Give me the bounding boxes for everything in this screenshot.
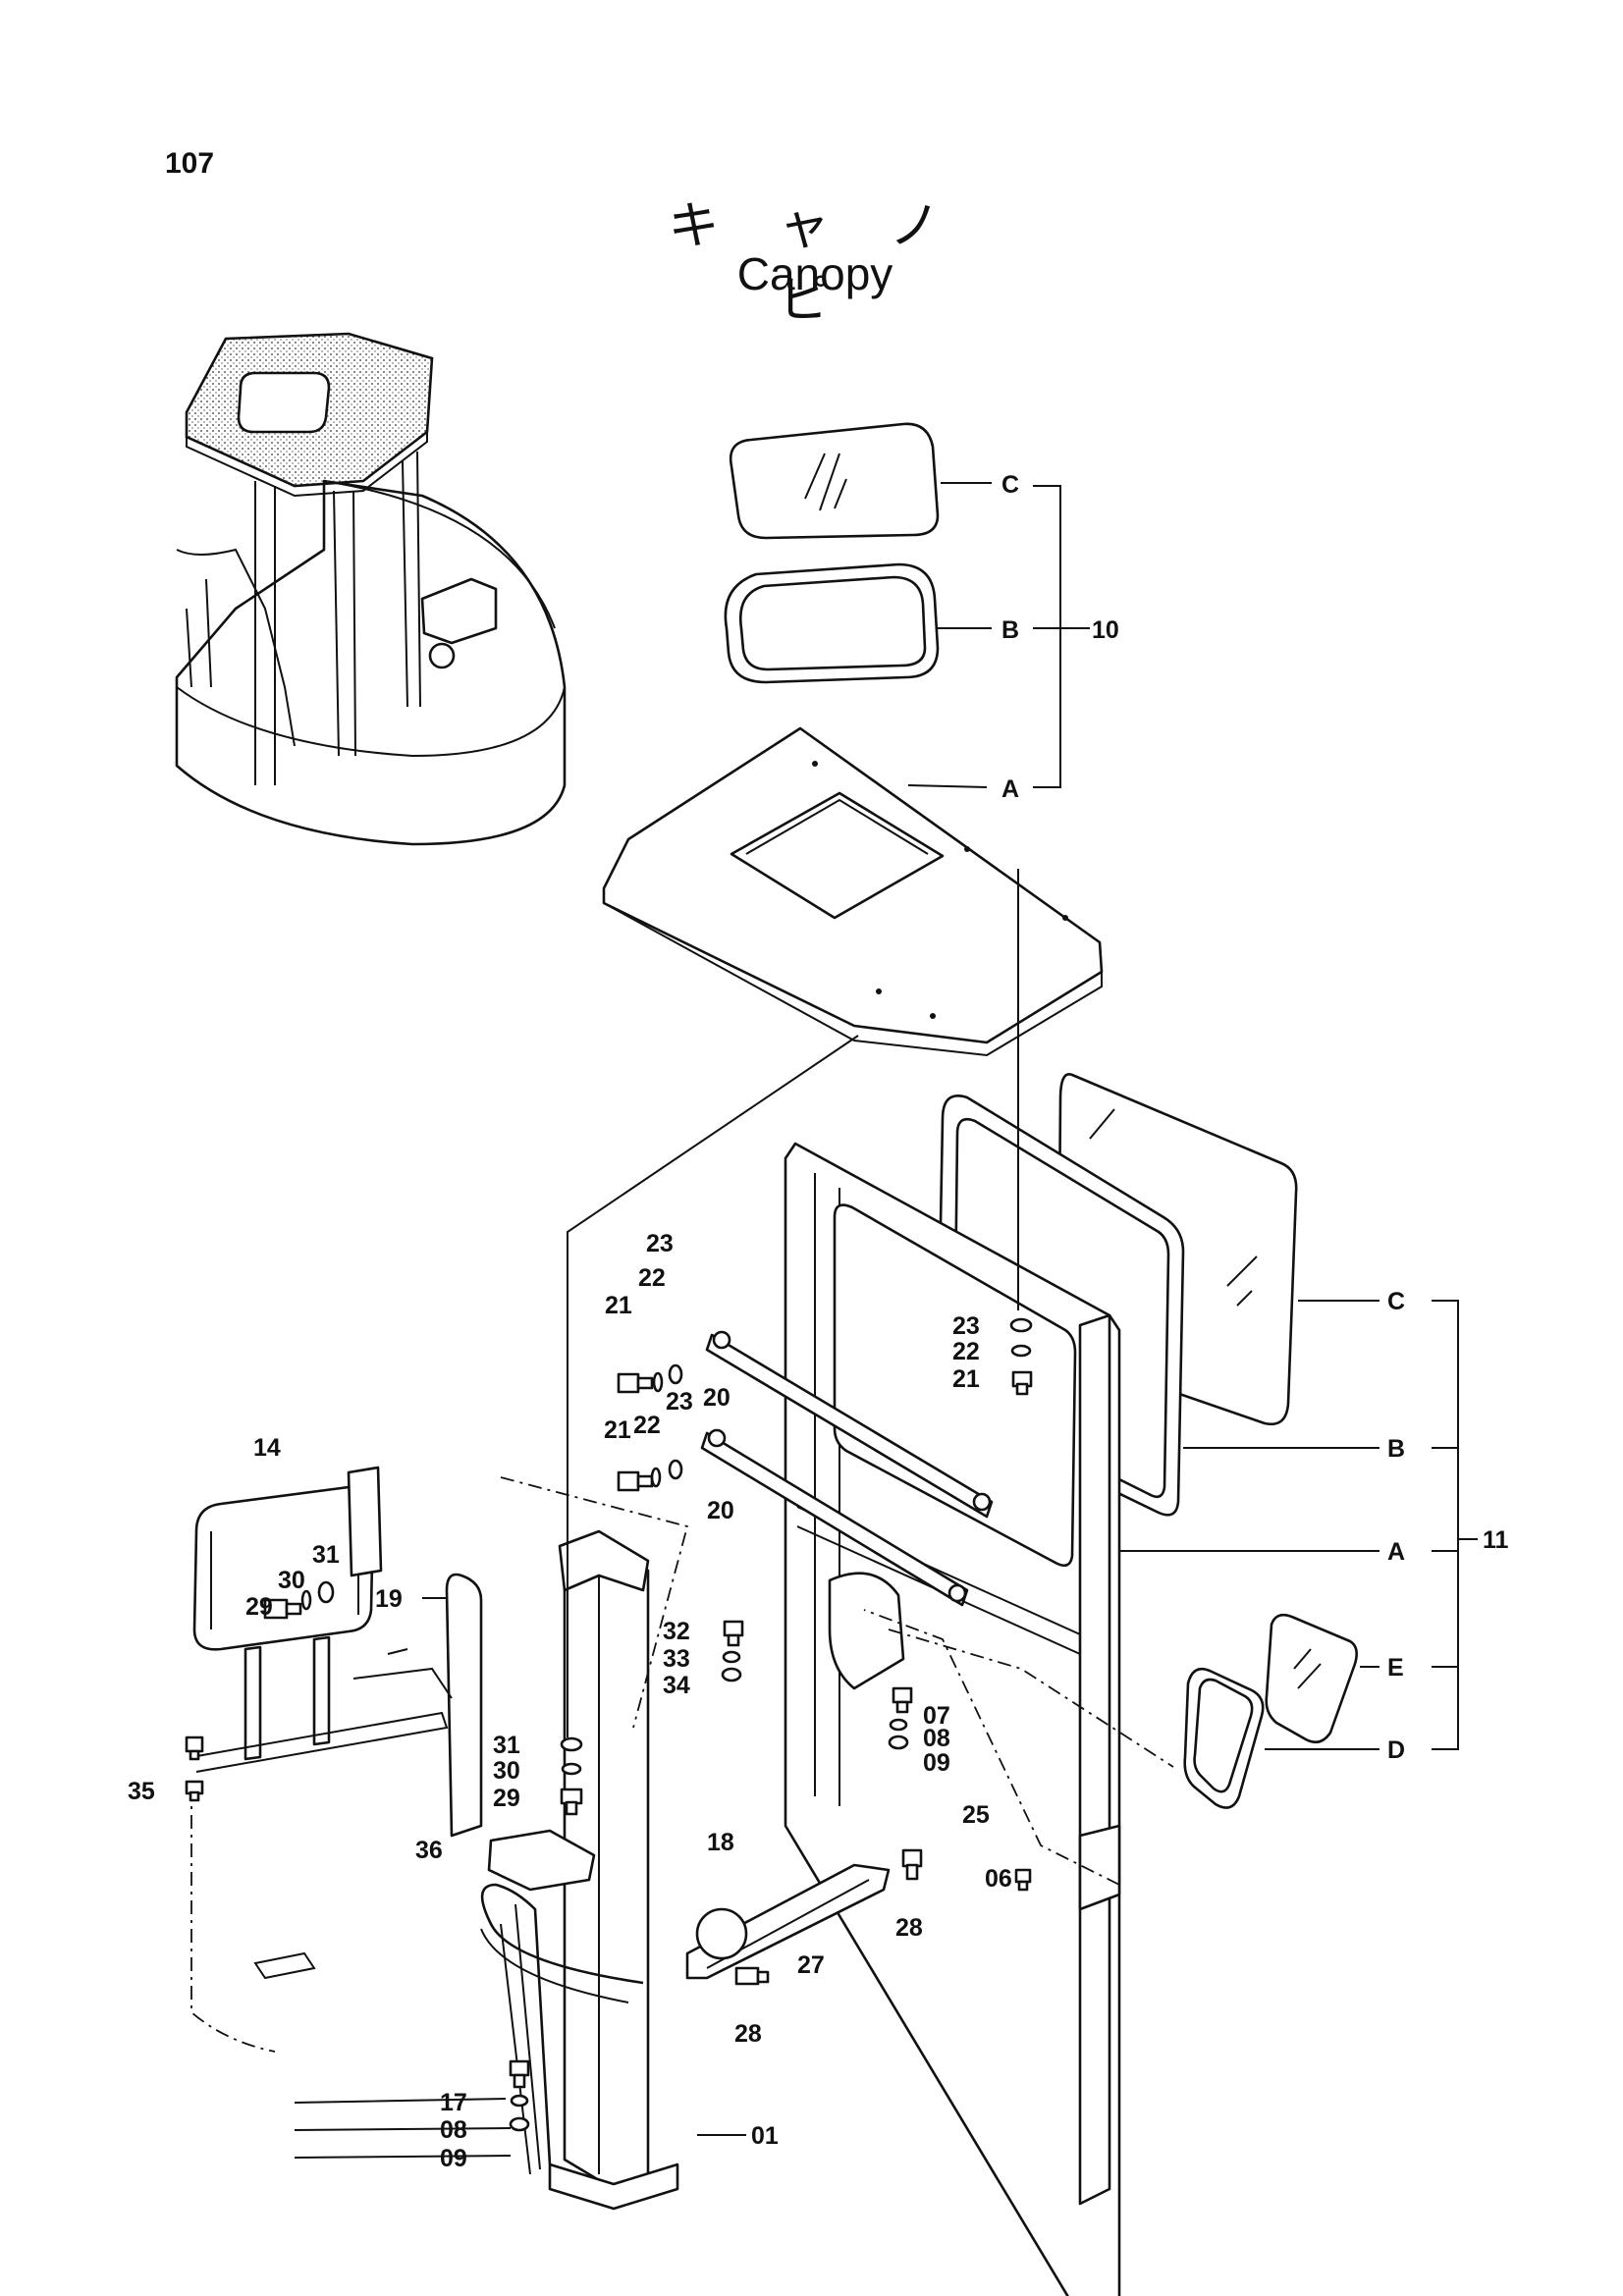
hardware <box>185 1317 1033 2132</box>
label-p14: 14 <box>253 1434 281 1462</box>
label-p21b: 21 <box>604 1416 631 1444</box>
label-p25: 25 <box>962 1801 990 1829</box>
label-p17: 17 <box>440 2089 467 2116</box>
label-side-frame: A <box>1387 1538 1405 1566</box>
post-and-handrail <box>445 1529 891 2211</box>
label-roof-seal: B <box>1001 616 1019 644</box>
trim-19 <box>445 1573 483 1838</box>
grab-rail-and-floor <box>190 1466 453 2053</box>
label-roof-glass: C <box>1001 471 1019 499</box>
label-p21a: 21 <box>605 1292 632 1319</box>
label-p23b: 23 <box>666 1388 693 1415</box>
side-frame-assembly <box>784 1073 1358 2296</box>
label-side-seal: B <box>1387 1435 1405 1463</box>
label-p28b: 28 <box>734 2020 762 2048</box>
small-glass <box>1265 1613 1358 1744</box>
title-english: Canopy <box>736 248 893 299</box>
label-p09b: 09 <box>440 2145 467 2172</box>
label-p22c: 22 <box>952 1338 980 1365</box>
label-p19: 19 <box>375 1585 403 1613</box>
label-p22a: 22 <box>638 1264 666 1292</box>
cap-18 <box>695 1907 748 1960</box>
label-small-glass: E <box>1387 1654 1404 1682</box>
label-p20b: 20 <box>707 1497 734 1524</box>
label-p33: 33 <box>663 1645 690 1673</box>
label-p30a: 30 <box>278 1567 305 1594</box>
label-p28a: 28 <box>895 1914 923 1942</box>
leader-lines <box>294 482 1478 2159</box>
label-p08b: 08 <box>440 2116 467 2144</box>
label-p18: 18 <box>707 1829 734 1856</box>
label-p31b: 31 <box>493 1732 520 1759</box>
label-p32: 32 <box>663 1618 690 1645</box>
label-p07: 07 <box>923 1702 950 1730</box>
label-p36: 36 <box>415 1837 443 1864</box>
label-p30b: 30 <box>493 1757 520 1785</box>
machine-overview-illustration <box>175 332 567 846</box>
label-p08a: 08 <box>923 1725 950 1752</box>
label-p29a: 29 <box>245 1593 273 1621</box>
label-side-glass: C <box>1387 1288 1405 1315</box>
callout-labels: C B A 10 C B A E D 11 23 22 21 20 23 22 … <box>128 471 1509 2172</box>
label-p34: 34 <box>663 1672 690 1699</box>
page-number: 107 <box>165 147 215 180</box>
label-p01: 01 <box>751 2122 779 2150</box>
roof-assembly <box>602 422 1104 1057</box>
label-p06: 06 <box>985 1865 1012 1893</box>
pad <box>487 1829 596 1892</box>
label-p21c: 21 <box>952 1365 980 1393</box>
stay-rods <box>700 1330 994 1607</box>
label-roof-group: 10 <box>1092 616 1119 644</box>
label-p20a: 20 <box>703 1384 730 1412</box>
label-roof: A <box>1001 775 1019 803</box>
label-p22b: 22 <box>633 1412 661 1439</box>
label-side-group: 11 <box>1483 1526 1509 1554</box>
label-p31a: 31 <box>312 1541 340 1569</box>
label-p29b: 29 <box>493 1785 520 1812</box>
label-p27: 27 <box>797 1951 825 1979</box>
label-p35: 35 <box>128 1778 155 1805</box>
title-japanese: キ ャ ノ ピ <box>668 197 962 330</box>
label-p23c: 23 <box>952 1312 980 1340</box>
label-p09a: 09 <box>923 1749 950 1777</box>
label-small-seal: D <box>1387 1736 1405 1764</box>
roof-glass <box>729 422 940 540</box>
label-p23a: 23 <box>646 1230 674 1257</box>
